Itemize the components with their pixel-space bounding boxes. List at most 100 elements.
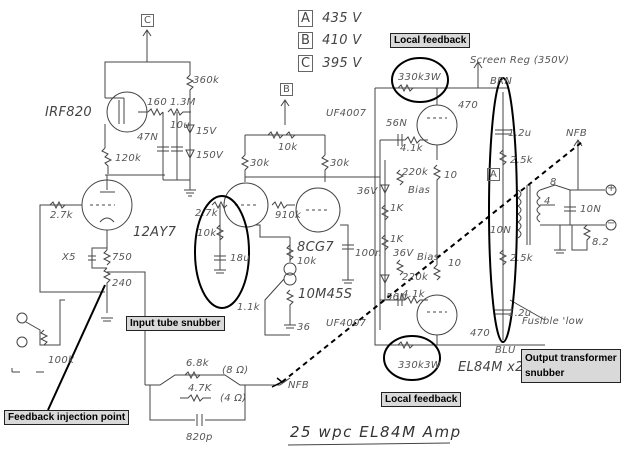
- label-10-bottom: 10: [448, 258, 462, 269]
- legend-row-a: A 435 V: [298, 10, 361, 27]
- label-470-bottom: 470: [470, 328, 490, 339]
- volume-pot: [39, 329, 49, 346]
- callout-local-feedback-top: Local feedback: [390, 33, 471, 48]
- callout-ots-line2: snubber: [525, 368, 565, 379]
- label-47n: 47N: [137, 132, 159, 143]
- label-240: 240: [112, 278, 132, 289]
- label-160: 160: [147, 97, 167, 108]
- label-820p: 820p: [186, 432, 213, 443]
- label-1-2u-top: 1.2u: [508, 128, 532, 139]
- label-x5: X5: [62, 252, 76, 263]
- label-fusible: Fusible 'low: [522, 316, 584, 327]
- label-1-1k: 1.1k: [237, 302, 260, 313]
- ccs-10m45s: [283, 262, 297, 276]
- legend-node-c: C: [298, 55, 314, 72]
- label-uf4007-bottom: UF4007: [326, 318, 367, 329]
- label-out-plus: +: [607, 183, 616, 194]
- label-1k-top: 1K: [390, 203, 404, 214]
- node-b-marker: B: [280, 83, 294, 96]
- resistor-750: [102, 249, 112, 266]
- feedback-injection-pointer: [47, 284, 106, 411]
- label-56n-top: 56N: [386, 118, 408, 129]
- local-feedback-circle-top: [391, 57, 449, 103]
- label-nfb-top: NFB: [566, 128, 587, 139]
- label-470-top: 470: [458, 100, 478, 111]
- label-screen-reg: Screen Reg (350V): [470, 55, 570, 66]
- output-terminal-plus[interactable]: [605, 184, 617, 196]
- label-4-1k-bottom: 4.1k: [402, 289, 425, 300]
- label-330k3w-bottom: 330k3W: [398, 360, 441, 371]
- label-150v: 150V: [196, 150, 224, 161]
- label-8cg7: 8CG7: [297, 240, 334, 255]
- resistor-6-8k: [184, 370, 206, 380]
- callout-local-feedback-bottom: Local feedback: [381, 392, 462, 407]
- label-nfb-bottom: NFB: [288, 380, 309, 391]
- label-8-ohm: (8 Ω): [222, 365, 249, 376]
- zener-150v: [185, 149, 195, 160]
- label-10k-pot: 10k: [278, 142, 298, 153]
- label-2-5k-top: 2.5k: [510, 155, 533, 166]
- label-10k-snubber: 10k: [197, 228, 217, 239]
- callout-input-tube-snubber: Input tube snubber: [126, 316, 225, 331]
- legend-voltage-b: 410 V: [322, 33, 362, 48]
- label-10u: 10u: [170, 120, 190, 131]
- label-30k-a: 30k: [250, 158, 270, 169]
- label-4-ohm: (4 Ω): [220, 393, 247, 404]
- resistor-910k: [271, 200, 295, 210]
- label-100k: 100k: [48, 355, 75, 366]
- transformer-secondary: [536, 189, 541, 223]
- output-terminal-minus[interactable]: [605, 219, 617, 231]
- resistor-1-3m: [167, 107, 191, 117]
- arrow-c: [142, 29, 152, 37]
- resistor-360k: [185, 74, 195, 113]
- label-910k: 910k: [275, 210, 302, 221]
- label-2-5k-bottom: 2.5k: [510, 253, 533, 264]
- node-a-marker: A: [487, 168, 501, 181]
- label-6-8k: 6.8k: [186, 358, 209, 369]
- node-b-label: B: [280, 83, 294, 96]
- input-jack-a[interactable]: [16, 312, 28, 324]
- legend-voltage-a: 435 V: [322, 11, 362, 26]
- label-1-2u-bottom: 1.2u: [508, 308, 532, 319]
- resistor-4-7k: [180, 393, 211, 403]
- label-10n: 10N: [490, 225, 512, 236]
- tube-8cg7-a: [223, 182, 269, 228]
- label-120k: 120k: [115, 153, 142, 164]
- label-360k: 360k: [193, 75, 220, 86]
- label-10k-ccs: 10k: [297, 256, 317, 267]
- label-4-7k: 4.7K: [188, 383, 212, 394]
- resistor-30k-b: [320, 154, 330, 182]
- legend-node-a: A: [298, 10, 314, 27]
- legend-voltage-c: 395 V: [322, 56, 362, 71]
- label-10n-out: 10N: [580, 204, 602, 215]
- tube-el84-bottom: [416, 294, 458, 336]
- label-36v-bottom: 36V: [393, 248, 414, 259]
- diagram-title: 25 wpc EL84M Amp: [290, 423, 462, 441]
- resistor-120k: [101, 147, 113, 174]
- label-36: 36: [297, 322, 311, 333]
- label-12ay7: 12AY7: [133, 225, 177, 240]
- node-c-marker: C: [141, 14, 155, 27]
- label-el84m-x2: EL84M x2: [458, 360, 524, 375]
- nfb-dashed-line: [281, 141, 583, 383]
- zener-15v: [185, 124, 195, 135]
- label-15v: 15V: [196, 126, 217, 137]
- legend-node-b: B: [298, 32, 314, 49]
- label-irf820: IRF820: [45, 105, 92, 120]
- label-56n-bottom: 56N: [386, 292, 408, 303]
- resistor-160: [147, 107, 164, 117]
- transformer-primary: [517, 189, 522, 239]
- label-uf4007-top: UF4007: [326, 108, 367, 119]
- label-bias-bottom: Bias: [417, 252, 440, 263]
- wire-top-rail: [104, 61, 191, 75]
- input-jack-b[interactable]: [16, 336, 28, 348]
- label-tap-4: 4: [544, 196, 551, 207]
- legend-row-b: B 410 V: [298, 32, 361, 49]
- label-8-2: 8.2: [592, 237, 609, 248]
- label-10m45s: 10M45S: [298, 287, 353, 302]
- label-10-top: 10: [444, 170, 458, 181]
- legend-row-c: C 395 V: [298, 55, 362, 72]
- label-36v-top: 36V: [357, 186, 378, 197]
